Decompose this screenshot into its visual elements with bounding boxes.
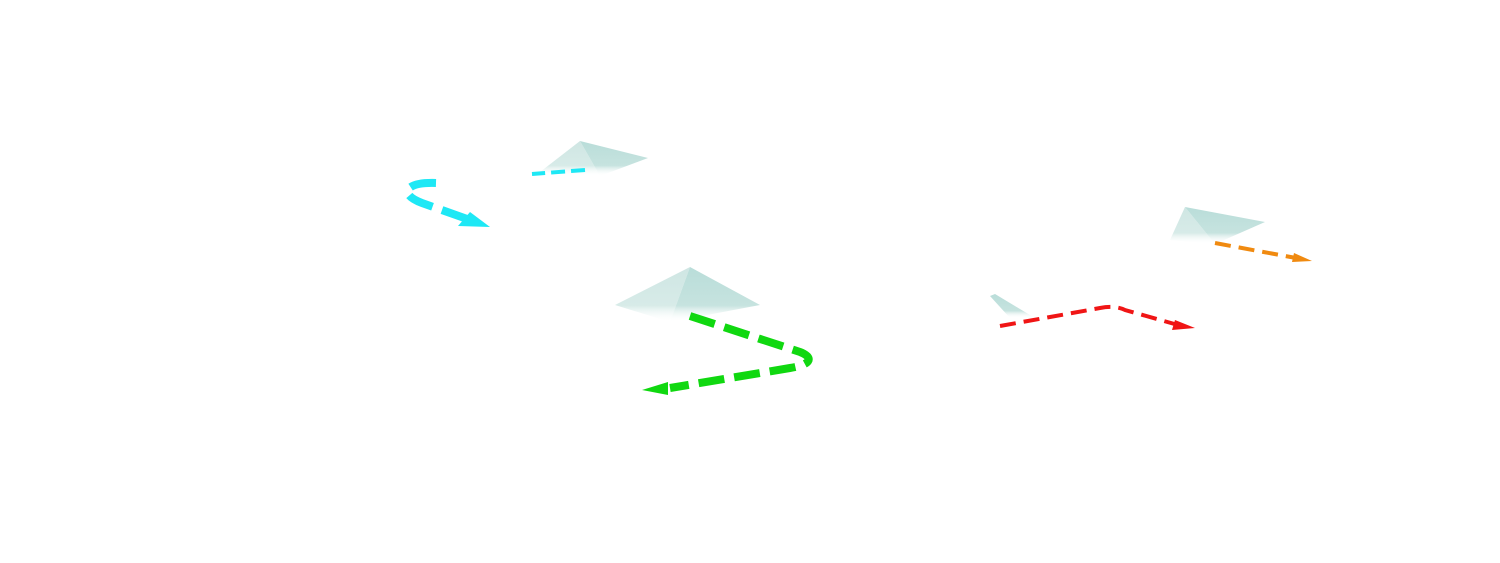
green-path: [642, 312, 813, 395]
red-path: [999, 304, 1195, 330]
red-path-line: [999, 304, 1179, 328]
pyramid-1: [540, 141, 648, 176]
pyramid-2: [615, 267, 760, 322]
orange-path-line: [1214, 241, 1297, 260]
cyan-path-line: [403, 178, 472, 224]
cyan-path-arrowhead-icon: [458, 212, 490, 227]
orange-path: [1214, 241, 1312, 262]
green-path-arrowhead-icon: [642, 382, 668, 395]
green-path-line: [669, 312, 813, 392]
cyan-path-line: [531, 168, 586, 176]
orange-path-arrowhead-icon: [1292, 253, 1312, 262]
pyramid-3: [1170, 207, 1265, 244]
cyan-path: [403, 168, 586, 227]
pyramid-4: [990, 294, 1035, 318]
red-path-arrowhead-icon: [1172, 320, 1195, 330]
